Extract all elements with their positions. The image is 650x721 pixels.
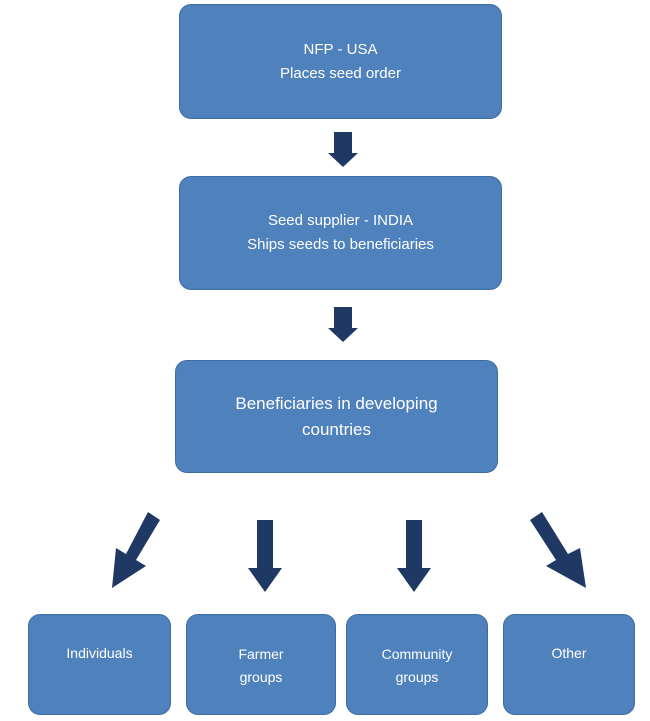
- arrow-to-community-groups: [397, 520, 431, 592]
- node-nfp-subtitle: Places seed order: [280, 64, 401, 82]
- node-beneficiaries-line2: countries: [302, 419, 371, 439]
- node-seed-supplier: Seed supplier - INDIA Ships seeds to ben…: [179, 176, 502, 290]
- node-farmer-line1: Farmer: [238, 646, 284, 662]
- node-community-line1: Community: [381, 646, 453, 662]
- node-community-line2: groups: [395, 669, 439, 685]
- arrow-to-farmer-groups: [248, 520, 282, 592]
- arrow-supplier-to-beneficiaries: [328, 307, 358, 342]
- node-farmer-groups: Farmer groups: [186, 614, 336, 715]
- node-supplier-subtitle: Ships seeds to beneficiaries: [247, 236, 434, 253]
- node-farmer-line2: groups: [239, 669, 283, 685]
- node-nfp-title: NFP - USA: [303, 40, 378, 58]
- node-individuals-label: Individuals: [66, 645, 133, 661]
- node-beneficiaries: Beneficiaries in developing countries: [175, 360, 498, 473]
- arrow-to-other: [530, 512, 586, 588]
- node-other-label: Other: [551, 645, 587, 661]
- arrow-to-individuals: [112, 512, 160, 588]
- node-community-groups: Community groups: [346, 614, 488, 715]
- node-individuals: Individuals: [28, 614, 171, 715]
- node-nfp-usa: NFP - USA Places seed order: [179, 4, 502, 119]
- node-supplier-title: Seed supplier - INDIA: [267, 212, 414, 229]
- arrow-nfp-to-supplier: [328, 132, 358, 167]
- node-beneficiaries-line1: Beneficiaries in developing: [235, 393, 438, 413]
- node-other: Other: [503, 614, 635, 715]
